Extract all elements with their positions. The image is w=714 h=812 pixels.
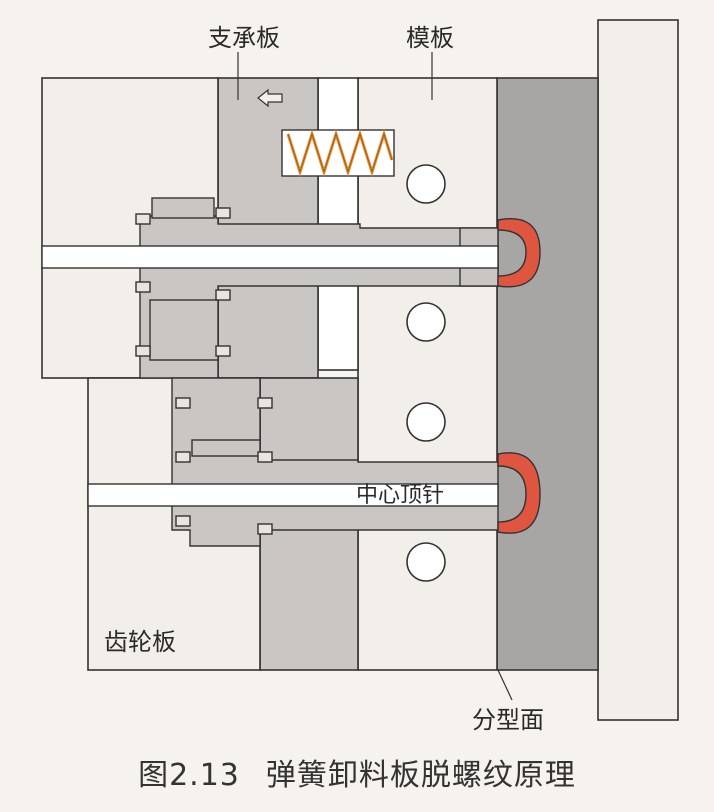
fixed-clamp-plate (597, 19, 679, 721)
center-pin (87, 483, 499, 507)
gear-plate-label: 齿轮板 (104, 628, 176, 656)
core-plate (496, 77, 599, 671)
guide-hole-4 (406, 542, 446, 582)
center-pin-label: 中心顶针 (356, 483, 444, 508)
support-plate-label: 支承板 (208, 24, 280, 52)
screw-unloading-diagram: 支承板 模板 中心顶针 齿轮板 分型面 (41, 19, 679, 734)
guide-hole-1 (406, 164, 446, 204)
parting-surface-leader (497, 669, 513, 701)
template-plate-label: 模板 (406, 24, 454, 52)
figure-caption: 图2.13 弹簧卸料板脱螺纹原理 (0, 750, 714, 794)
guide-hole-3 (406, 402, 446, 442)
guide-hole-2 (406, 302, 446, 342)
figure-number: 图2.13 (138, 758, 240, 793)
upper-pin (41, 245, 499, 269)
figure-title: 弹簧卸料板脱螺纹原理 (265, 758, 576, 793)
spring-icon (281, 128, 395, 177)
parting-surface-label: 分型面 (472, 706, 544, 734)
left-arrow-icon (257, 88, 283, 108)
